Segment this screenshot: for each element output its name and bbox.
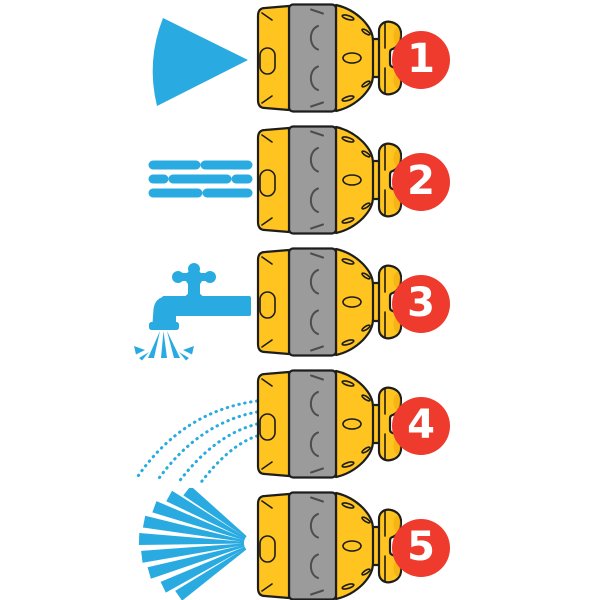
mist-fan-icon (136, 485, 258, 600)
spray-setting-row-5: 5 (0, 485, 600, 600)
tap-flow-icon (132, 262, 252, 362)
spray-setting-row-4: 4 (0, 366, 600, 487)
shower-arc-icon (130, 395, 260, 487)
spray-setting-row-3: 3 (0, 244, 600, 364)
nozzle-illustration (252, 3, 402, 113)
jet-stream-icon (148, 159, 253, 201)
setting-number: 5 (407, 524, 435, 570)
setting-number: 3 (407, 280, 435, 326)
nozzle-illustration (252, 369, 402, 479)
setting-number-badge: 3 (392, 275, 450, 333)
setting-number-badge: 2 (392, 153, 450, 211)
setting-number: 2 (407, 158, 435, 204)
cone-spray-icon (146, 16, 250, 108)
nozzle-illustration (252, 247, 402, 357)
setting-number: 1 (407, 36, 435, 82)
spray-setting-row-1: 1 (0, 0, 600, 120)
setting-number-badge: 5 (392, 519, 450, 577)
nozzle-illustration (252, 491, 402, 600)
spray-setting-row-2: 2 (0, 122, 600, 242)
nozzle-illustration (252, 125, 402, 235)
setting-number-badge: 1 (392, 31, 450, 89)
setting-number: 4 (407, 402, 435, 448)
setting-number-badge: 4 (392, 397, 450, 455)
